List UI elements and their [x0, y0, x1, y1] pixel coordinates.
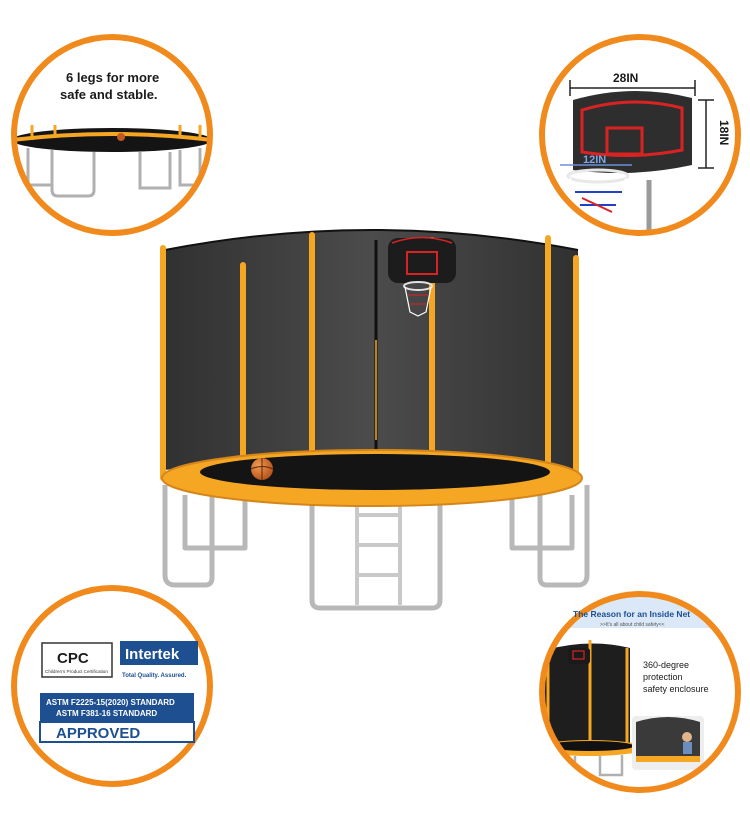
intertek-subtitle: Total Quality. Assured. — [122, 673, 187, 679]
approved-label: APPROVED — [56, 725, 140, 742]
net-desc-line3: safety enclosure — [643, 684, 709, 694]
hoop-height-label: 18IN — [717, 120, 731, 145]
callout-hoop-dimensions: 28IN 18IN 12IN — [539, 34, 741, 236]
net-banner-title: The Reason for an Inside Net — [573, 609, 690, 619]
callout-certifications: CPC Children's Product Certification Int… — [11, 585, 213, 787]
astm-standard-line1: ASTM F2225-15(2020) STANDARD — [46, 698, 175, 707]
callout-legs: 6 legs for more safe and stable. — [11, 34, 213, 236]
ladder — [355, 495, 402, 605]
safety-net — [165, 230, 578, 470]
intertek-title: Intertek — [125, 646, 180, 663]
net-desc-line1: 360-degree — [643, 660, 689, 670]
jump-mat — [200, 454, 550, 490]
legs-caption-line1: 6 legs for more — [66, 70, 159, 85]
hoop-width-label: 28IN — [613, 71, 638, 85]
net-banner-subtitle: >>It's all about child safety<< — [600, 622, 665, 628]
basketball-hoop — [388, 236, 456, 317]
main-trampoline — [160, 229, 590, 611]
callout-inside-net: The Reason for an Inside Net >>It's all … — [539, 591, 741, 793]
cpc-subtitle: Children's Product Certification — [45, 669, 108, 674]
astm-approved-badge: ASTM F2225-15(2020) STANDARD ASTM F381-1… — [39, 693, 195, 743]
hoop-rim-label: 12IN — [583, 154, 606, 166]
cpc-badge: CPC Children's Product Certification — [41, 642, 113, 678]
astm-standard-line2: ASTM F381-16 STANDARD — [56, 709, 157, 718]
trampoline-legs — [162, 485, 590, 611]
net-desc-line2: protection — [643, 672, 683, 682]
intertek-badge: Intertek Total Quality. Assured. — [120, 641, 198, 679]
cpc-title: CPC — [57, 650, 89, 667]
legs-caption-line2: safe and stable. — [60, 87, 158, 102]
